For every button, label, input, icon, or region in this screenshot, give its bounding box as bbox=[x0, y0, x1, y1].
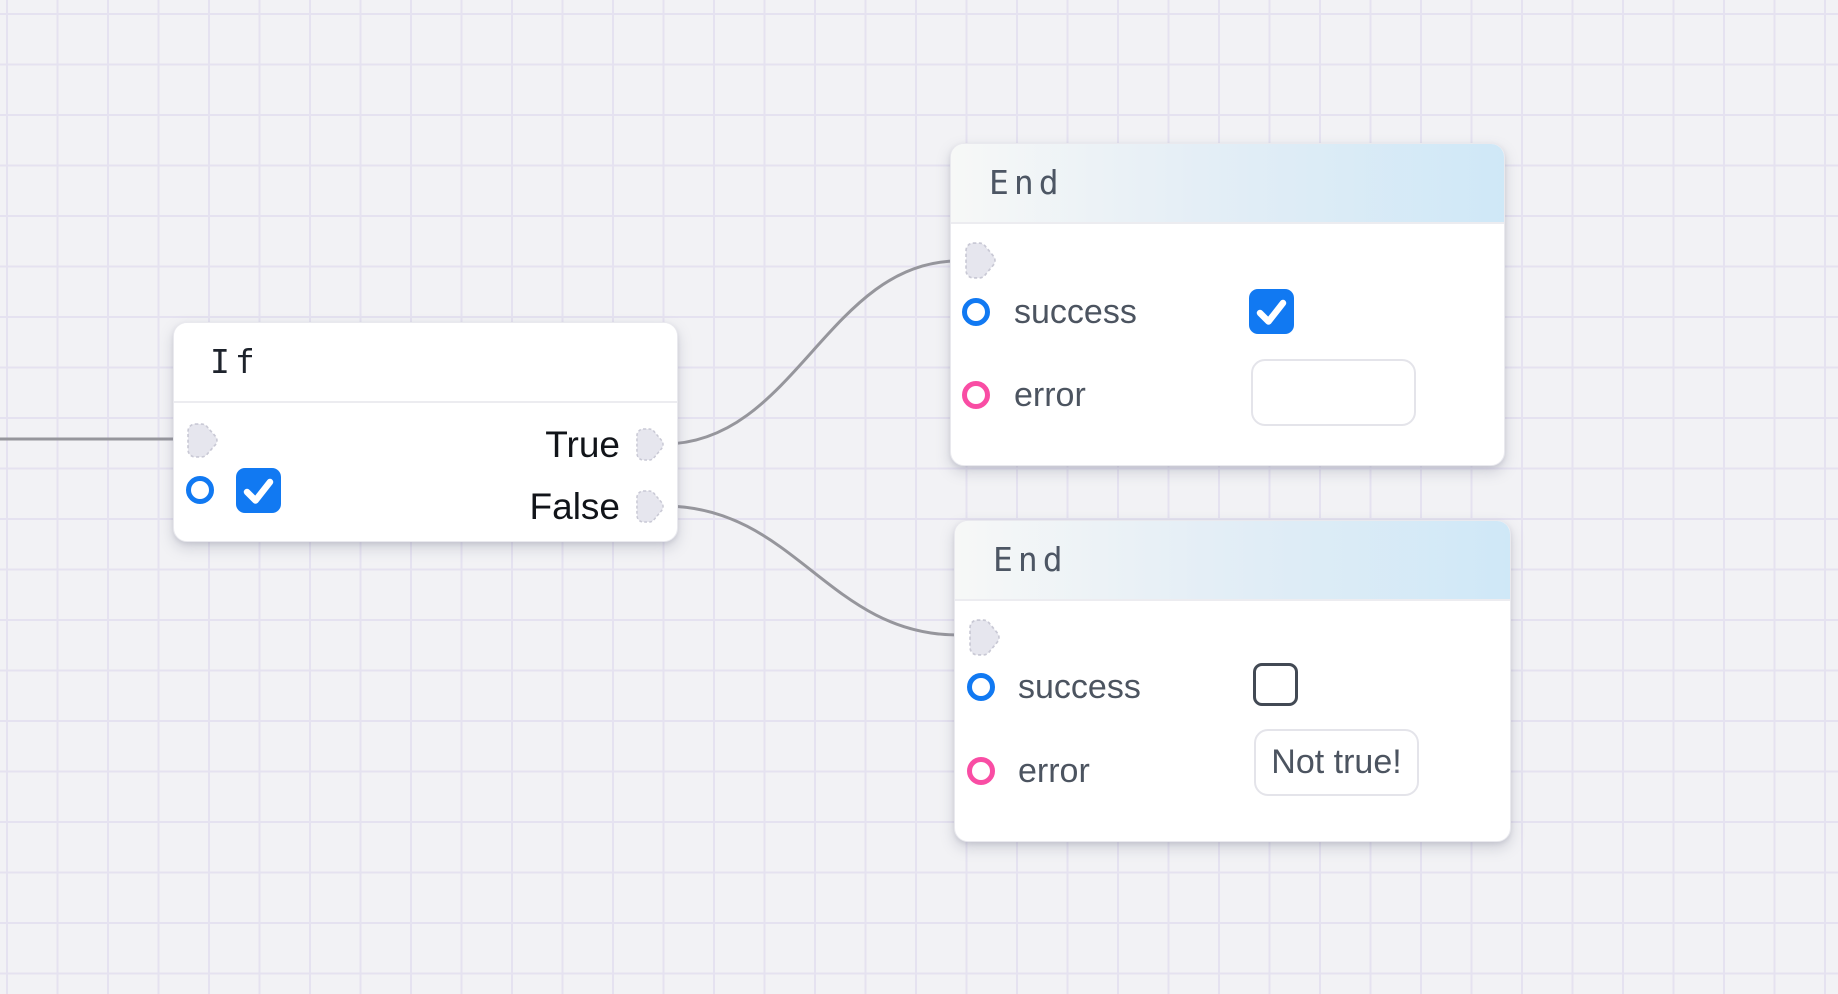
checkmark-icon bbox=[243, 478, 274, 504]
end-bottom-success-handle-icon[interactable] bbox=[966, 672, 996, 702]
node-end-top-title: End bbox=[989, 162, 1064, 202]
if-true-label: True bbox=[545, 424, 620, 465]
wire-true-to-end-top[interactable] bbox=[663, 259, 959, 446]
node-if-header[interactable]: If bbox=[174, 323, 677, 403]
end-bottom-error-handle-icon[interactable] bbox=[966, 756, 996, 786]
end-top-success-label: success bbox=[1014, 293, 1137, 331]
node-if-title: If bbox=[210, 341, 260, 381]
node-end-bottom[interactable]: End success error bbox=[954, 520, 1511, 842]
if-condition-handle-icon[interactable] bbox=[185, 475, 215, 505]
end-top-error-label: error bbox=[1014, 376, 1086, 414]
end-top-error-handle-icon[interactable] bbox=[961, 380, 991, 410]
if-input-port-icon[interactable] bbox=[187, 423, 218, 458]
if-false-output-port-icon[interactable] bbox=[636, 490, 664, 523]
node-end-top-header[interactable]: End bbox=[951, 144, 1504, 224]
node-if[interactable]: If True False bbox=[173, 322, 678, 542]
end-bottom-error-label: error bbox=[1018, 752, 1090, 790]
end-top-success-handle-icon[interactable] bbox=[961, 297, 991, 327]
node-end-top[interactable]: End success error bbox=[950, 143, 1505, 466]
node-end-bottom-title: End bbox=[993, 539, 1068, 579]
checkmark-icon bbox=[1256, 299, 1287, 325]
if-false-label: False bbox=[529, 486, 620, 527]
if-condition-checkbox[interactable] bbox=[236, 468, 281, 513]
wire-false-to-end-bottom[interactable] bbox=[663, 504, 959, 637]
if-true-output-port-icon[interactable] bbox=[636, 428, 664, 461]
end-bottom-input-port-icon[interactable] bbox=[969, 619, 1000, 656]
end-top-error-input[interactable] bbox=[1251, 359, 1416, 426]
end-bottom-success-label: success bbox=[1018, 668, 1141, 706]
end-bottom-error-input[interactable] bbox=[1254, 729, 1419, 796]
end-bottom-success-checkbox[interactable] bbox=[1253, 663, 1298, 706]
end-top-success-checkbox[interactable] bbox=[1249, 289, 1294, 334]
end-top-input-port-icon[interactable] bbox=[965, 242, 996, 279]
node-end-bottom-header[interactable]: End bbox=[955, 521, 1510, 601]
